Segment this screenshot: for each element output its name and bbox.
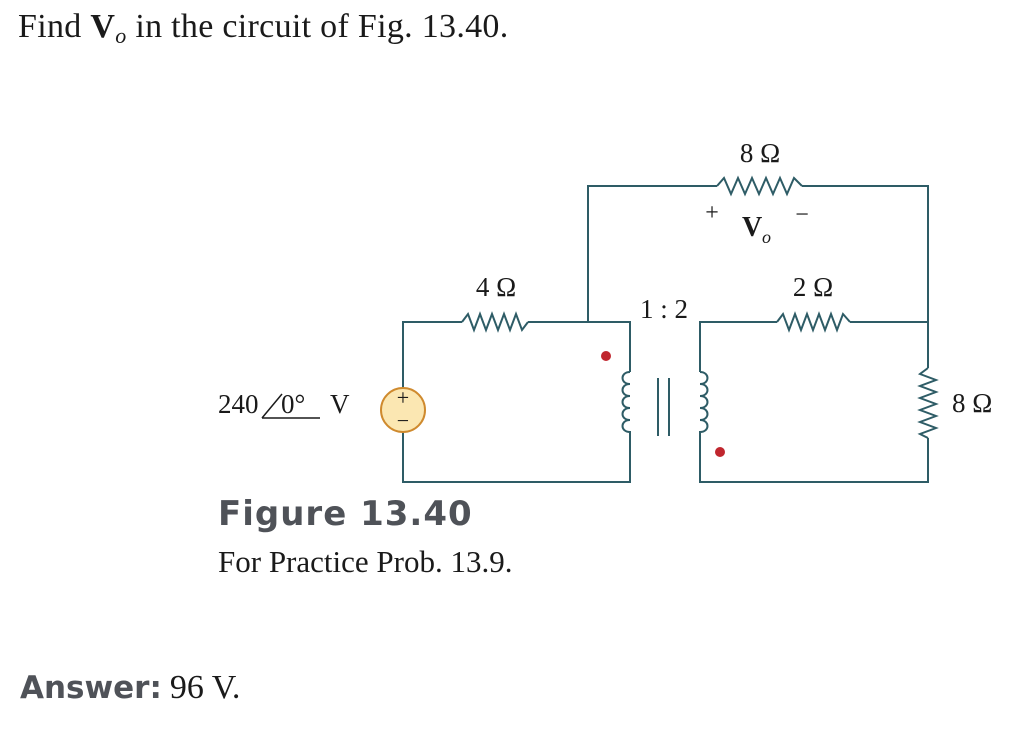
secondary-coil [699,371,709,442]
resistor-2ohm [776,311,851,333]
source-angle: 0° [281,389,305,419]
answer-label: Answer: [20,670,162,706]
problem-prefix: Find [18,8,91,45]
label-2ohm: 2 Ω [793,272,833,302]
answer: Answer:96 V. [20,669,240,707]
vo-label: V [742,212,762,243]
problem-statement: Find Vo in the circuit of Fig. 13.40. [18,8,509,49]
voltage-source: + − [380,385,426,433]
label-8ohm-top: 8 Ω [740,138,780,168]
label-4ohm: 4 Ω [476,272,516,302]
label-turns-ratio: 1 : 2 [640,294,688,324]
vo-plus: + [705,200,719,226]
polarity-dot-secondary [715,447,725,457]
resistor-8ohm-top [716,175,803,197]
problem-variable: V [90,8,116,45]
wires [402,185,929,483]
figure-title: Figure 13.40 [218,494,473,534]
source-unit: V [330,389,350,419]
angle-slant [261,393,283,419]
source-magnitude: 240 [218,389,259,419]
resistor-8ohm-load [917,367,939,439]
answer-value: 96 V. [169,669,241,706]
problem-suffix: in the circuit of Fig. 13.40. [126,8,509,45]
source-minus-sign: − [397,408,409,433]
vo-minus: − [795,202,809,228]
resistor-4ohm [461,311,529,333]
primary-coil [621,371,631,442]
problem-variable-subscript: o [115,23,127,48]
polarity-dot-primary [601,351,611,361]
vo-subscript: o [762,227,771,247]
label-8ohm-load: 8 Ω [952,388,992,418]
figure-caption: For Practice Prob. 13.9. [218,544,513,579]
source-plus-sign: + [397,385,409,410]
